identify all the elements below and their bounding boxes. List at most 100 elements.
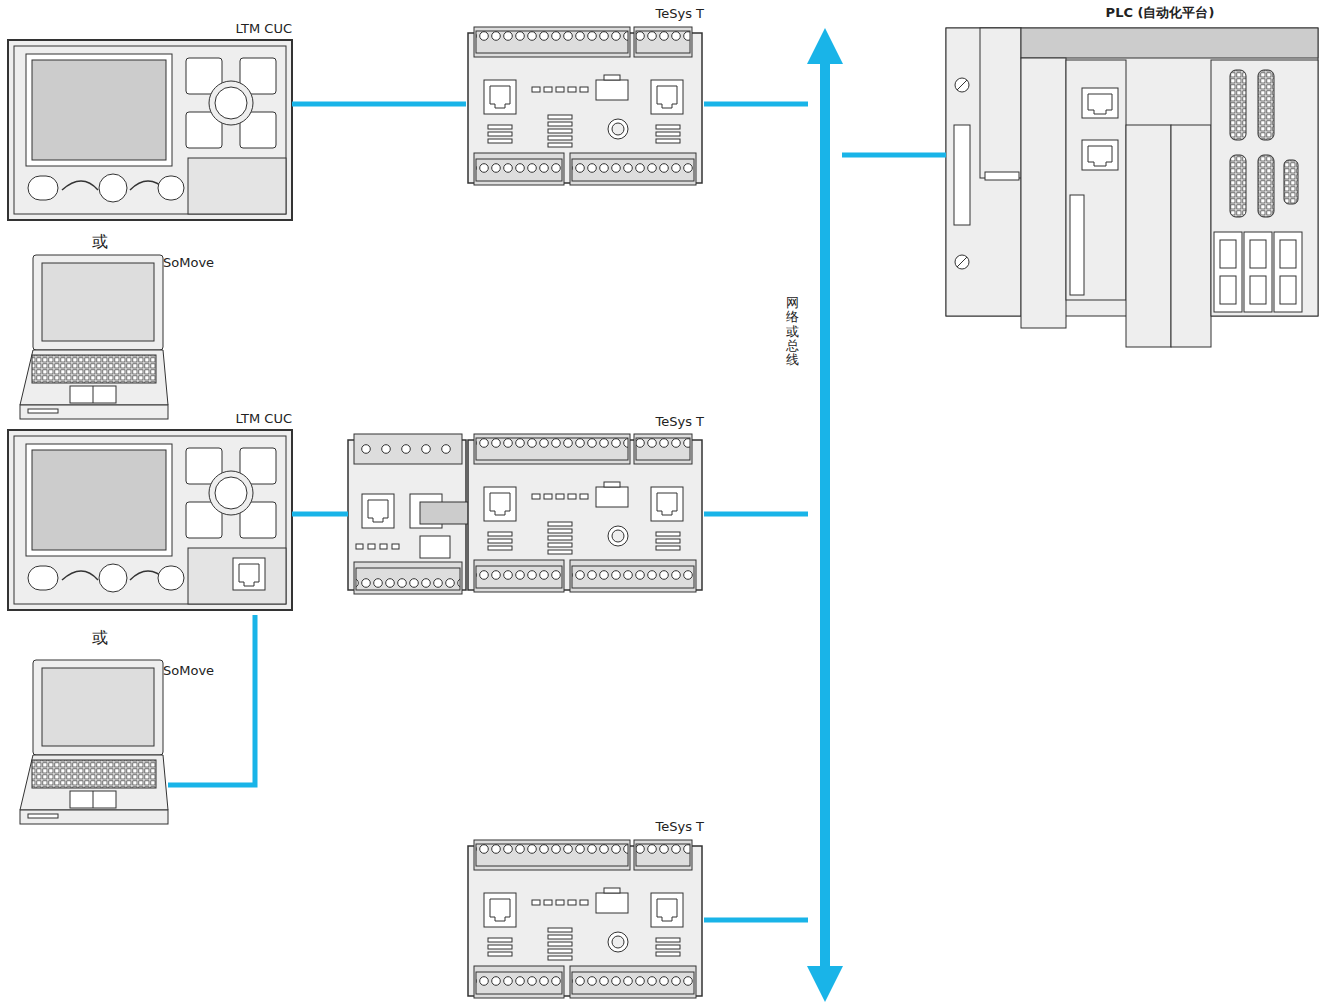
device-label: TeSys T <box>655 6 704 21</box>
cable-line <box>842 153 946 158</box>
drawing-part <box>422 445 431 454</box>
drawing-part <box>1088 94 1112 114</box>
network-cable <box>842 155 946 156</box>
somove-pc: SoMove <box>18 660 168 825</box>
drawing-part <box>442 445 451 454</box>
drawing-part <box>1220 276 1236 304</box>
drawing-part <box>233 558 265 590</box>
drawing-part <box>1082 140 1118 170</box>
device-label: 网络或总线 <box>786 296 799 367</box>
device-label: SoMove <box>163 255 214 270</box>
drawing-part <box>1244 232 1272 312</box>
network-cable <box>704 104 808 105</box>
drawing-part <box>368 500 388 522</box>
drawing-part <box>955 255 969 269</box>
device-label: PLC (自动化平台) <box>1106 5 1215 20</box>
drawing-part <box>1274 232 1302 312</box>
drawing-part <box>356 544 363 549</box>
tesys-t: TeSys T <box>348 435 704 597</box>
network-bus-arrow <box>807 28 843 1002</box>
drawing-part <box>1280 240 1296 268</box>
device-label: SoMove <box>163 663 214 678</box>
network-cable <box>704 514 808 515</box>
drawing-part <box>1082 88 1118 118</box>
ltm-cuc: LTM CUC <box>8 430 292 615</box>
drawing-part <box>1211 60 1318 316</box>
drawing-part <box>1021 28 1318 58</box>
network-bus: 网络或总线 <box>808 28 842 1002</box>
drawing-part <box>354 562 462 594</box>
drawing-part <box>957 80 967 90</box>
tesys-t: TeSys T <box>466 25 704 190</box>
drawing-part <box>807 28 843 64</box>
drawing-part <box>1126 125 1171 347</box>
cable-line <box>292 512 348 517</box>
cable-line <box>704 102 808 107</box>
drawing-part <box>955 78 969 92</box>
tesys-drawing <box>468 840 702 998</box>
drawing-part <box>368 544 375 549</box>
drawing-part <box>239 564 259 586</box>
somove-pc: SoMove <box>18 255 168 420</box>
cable-line <box>704 918 808 923</box>
drawing-part <box>1258 155 1274 217</box>
tesys-drawing <box>468 434 702 592</box>
device-label: TeSys T <box>655 414 704 429</box>
ltm-cuc-drawing <box>8 40 292 220</box>
cable-line <box>704 512 808 517</box>
drawing-part <box>402 445 411 454</box>
drawing-part <box>1220 240 1236 268</box>
ltm-cuc: LTM CUC <box>8 40 292 220</box>
drawing-part <box>1230 155 1246 217</box>
drawing-part <box>807 966 843 1002</box>
drawing-part <box>1250 276 1266 304</box>
drawing-part <box>392 544 399 549</box>
cable-line <box>168 615 255 785</box>
drawing-part <box>1284 160 1298 204</box>
drawing-part <box>946 28 1021 316</box>
network-cable <box>704 920 808 921</box>
network-cable <box>292 514 348 515</box>
network-cable <box>292 104 466 105</box>
tesys-t: TeSys T <box>466 840 704 1002</box>
drawing-part <box>354 434 462 464</box>
drawing-part <box>380 544 387 549</box>
tesys-drawing <box>468 27 702 185</box>
drawing-part <box>957 257 967 267</box>
drawing-part <box>985 172 1019 180</box>
drawing-part <box>382 445 391 454</box>
drawing-part <box>420 536 450 558</box>
drawing-part <box>1070 195 1084 295</box>
drawing-part <box>1066 60 1126 300</box>
drawing-part <box>356 568 460 590</box>
drawing-part <box>362 445 371 454</box>
ltm-cuc-drawing <box>8 430 292 610</box>
drawing-part <box>1230 70 1246 140</box>
laptop-drawing <box>20 255 168 419</box>
cable-line <box>292 102 466 107</box>
drawing-part <box>1258 70 1274 140</box>
cuc-port <box>233 558 265 590</box>
drawing-part <box>980 28 1021 178</box>
drawing-part <box>1280 276 1296 304</box>
alternative-label: 或 <box>92 628 108 649</box>
device-label: TeSys T <box>655 819 704 834</box>
plc: PLC (自动化平台) <box>946 25 1318 348</box>
device-label: LTM CUC <box>236 21 292 36</box>
network-cable <box>168 615 255 785</box>
alternative-label: 或 <box>92 232 108 253</box>
device-label: LTM CUC <box>236 411 292 426</box>
drawing-part <box>1088 146 1112 166</box>
drawing-part <box>1214 232 1242 312</box>
drawing-part <box>1021 58 1066 328</box>
drawing-part <box>1250 240 1266 268</box>
drawing-part <box>362 494 394 528</box>
laptop-drawing <box>20 660 168 824</box>
drawing-part <box>954 125 970 225</box>
drawing-part <box>820 58 830 972</box>
plc-drawing <box>946 28 1318 347</box>
drawing-part <box>1171 125 1211 347</box>
